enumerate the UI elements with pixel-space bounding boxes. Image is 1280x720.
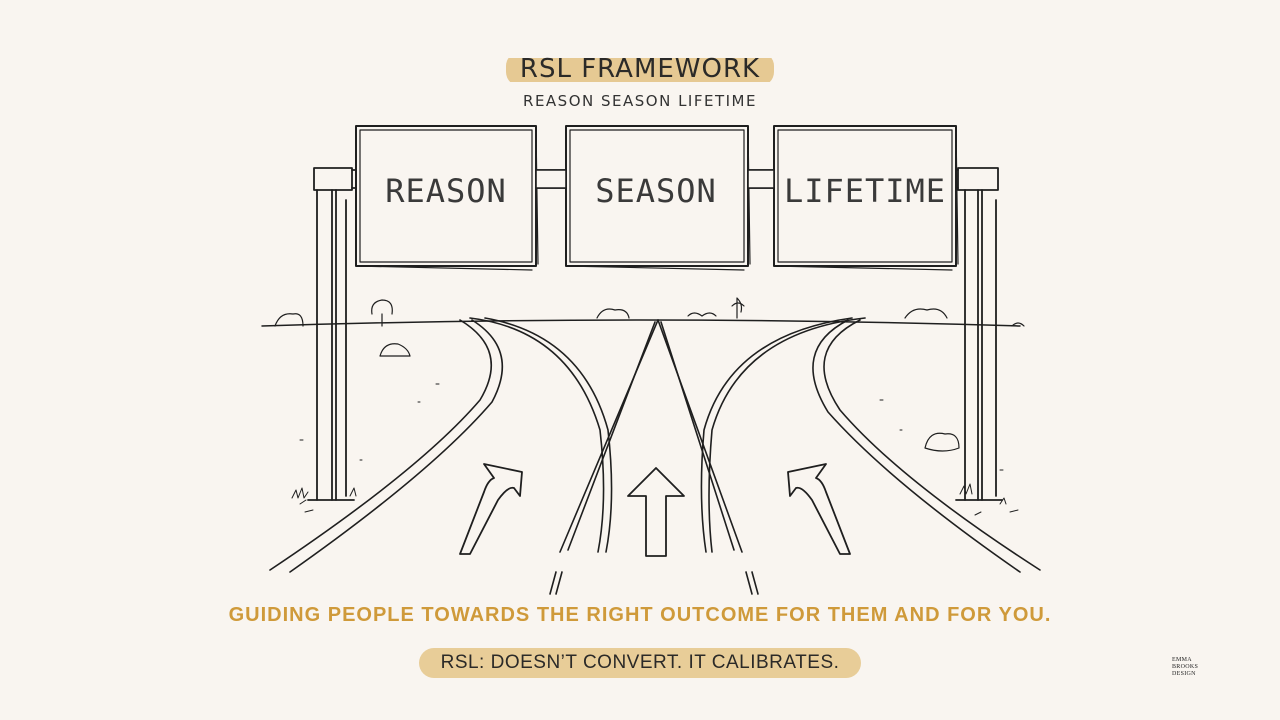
page-title: RSL FRAMEWORK — [505, 52, 775, 86]
lane-dashes — [549, 571, 759, 595]
arrow-center — [627, 467, 685, 557]
tagline: GUIDING PEOPLE TOWARDS THE RIGHT OUTCOME… — [228, 604, 1052, 626]
sign-label-reason: REASON — [385, 172, 507, 210]
grass-tufts — [291, 383, 1019, 516]
sign-board-season: SEASON — [565, 125, 751, 271]
sign-label-season: SEASON — [595, 172, 717, 210]
sign-board-reason: REASON — [355, 125, 539, 271]
direction-arrows — [459, 463, 851, 557]
sign-label-lifetime: LIFETIME — [784, 172, 946, 210]
brand-logo: EMMA BROOKS DESIGN — [1172, 657, 1198, 678]
logo-line-3: DESIGN — [1172, 671, 1196, 677]
horizon-line — [261, 319, 1021, 327]
crossbar-links — [535, 169, 775, 189]
road-edges — [269, 317, 1041, 573]
callout-container: RSL: DOESN’T CONVERT. IT CALIBRATES. — [0, 648, 1280, 678]
sign-board-lifetime: LIFETIME — [773, 125, 959, 271]
page-subtitle: REASON SEASON LIFETIME — [523, 92, 757, 110]
logo-line-1: EMMA — [1172, 657, 1192, 663]
logo-line-2: BROOKS — [1172, 664, 1199, 670]
callout-badge: RSL: DOESN’T CONVERT. IT CALIBRATES. — [418, 648, 862, 678]
arrow-right — [787, 463, 851, 555]
shrubs — [274, 297, 1025, 452]
arrow-left — [459, 463, 523, 555]
title-container: RSL FRAMEWORK — [0, 52, 1280, 86]
